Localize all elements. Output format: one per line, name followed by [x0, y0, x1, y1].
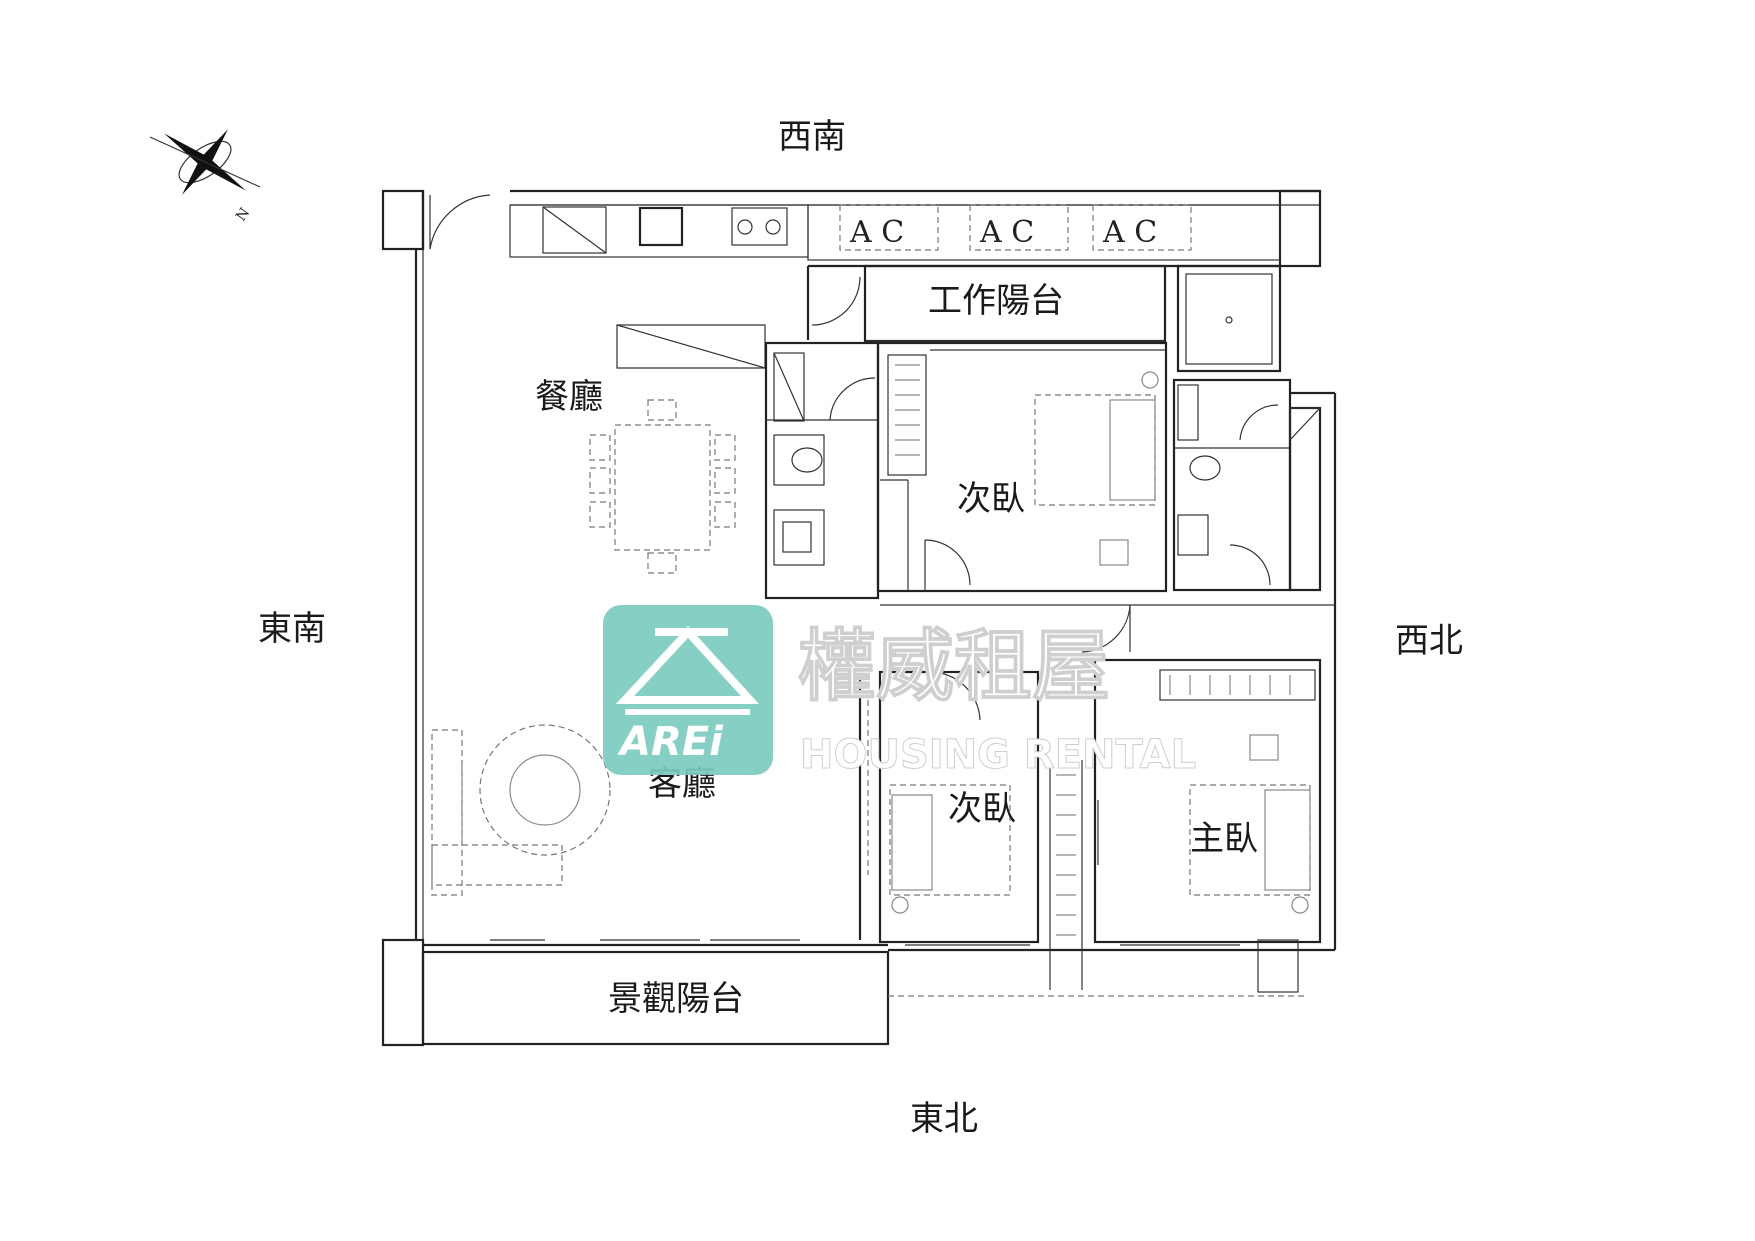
corridor [858, 604, 1335, 940]
watermark-logo: AREi [603, 605, 773, 775]
room-label-view-balcony: 景觀陽台 [608, 979, 744, 1019]
dining-table [589, 399, 736, 574]
entry-door [429, 194, 491, 250]
room-label-dining: 餐廳 [535, 377, 603, 417]
dining-partition [616, 324, 766, 369]
living-sofa [431, 724, 611, 896]
compass-north-label: N [233, 205, 253, 224]
ac-units: A C A C A C [807, 204, 1281, 261]
bedroom-top [876, 341, 1168, 593]
ac-unit-2-label: A C [979, 215, 1034, 250]
direction-left-label: 東南 [258, 609, 326, 649]
room-label-utility-balcony: 工作陽台 [928, 281, 1064, 321]
watermark-chinese-name: 權威租屋 [798, 622, 1110, 712]
direction-right-label: 西北 [1395, 621, 1463, 661]
watermark-brand: AREi [617, 719, 724, 765]
bathroom-right [1172, 378, 1322, 592]
ac-unit-1-label: A C [849, 215, 904, 250]
compass-icon: N [149, 129, 261, 224]
room-label-bedroom-bottom: 次臥 [948, 789, 1016, 829]
bathroom-left [764, 341, 880, 600]
master-bedroom [1093, 658, 1322, 993]
bedroom-bottom [878, 670, 1083, 990]
direction-bottom-label: 東北 [910, 1099, 978, 1139]
watermark-english-name: HOUSING RENTAL [800, 732, 1196, 778]
ac-unit-3-label: A C [1102, 215, 1157, 250]
room-label-master-bedroom: 主臥 [1190, 819, 1258, 859]
utility-balcony [806, 264, 1167, 343]
direction-top-label: 西南 [778, 117, 846, 157]
windows [490, 939, 1240, 946]
room-label-bedroom-top: 次臥 [957, 479, 1025, 519]
laundry-room [1176, 264, 1282, 373]
kitchen-counter [509, 204, 809, 258]
